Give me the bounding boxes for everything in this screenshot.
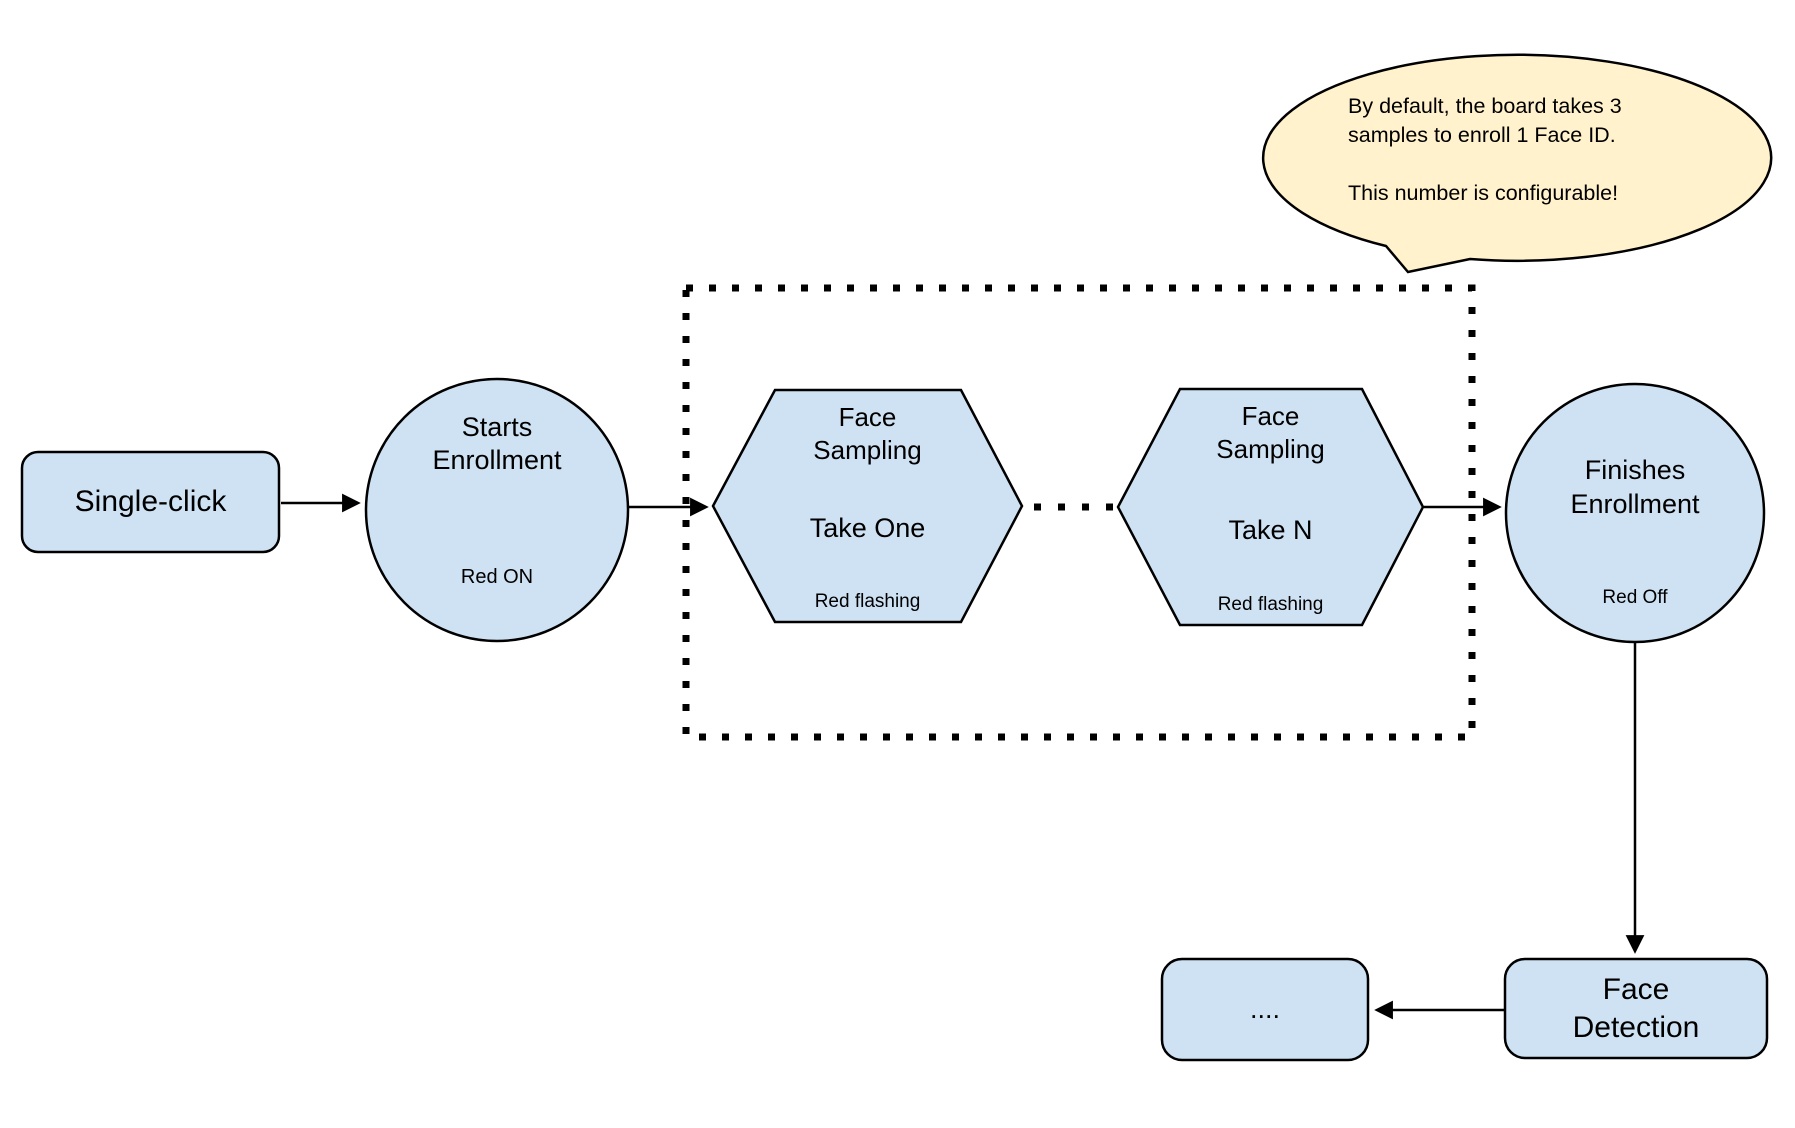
speech-bubble-text: By default, the board takes 3 samples to…: [1348, 94, 1622, 205]
face-sampling-one-step: Take One: [809, 513, 926, 544]
starts-enrollment-shape: [364, 377, 630, 643]
face-sampling-n-status: Red flashing: [1217, 594, 1324, 616]
face-sampling-one-shape: [711, 388, 1024, 624]
face-detection-label: Face Detection: [1572, 972, 1700, 1044]
speech-bubble-shape: [1261, 53, 1773, 274]
finishes-enrollment-status: Red Off: [1602, 587, 1668, 609]
sampling-group-frame: [682, 284, 1476, 741]
face-detection-shape: [1503, 957, 1769, 1060]
finishes-enrollment-title: Finishes Enrollment: [1570, 455, 1700, 519]
face-sampling-one-title: Face Sampling: [813, 402, 922, 465]
starts-enrollment-status: Red ON: [460, 565, 534, 588]
finishes-enrollment-shape: [1504, 382, 1766, 644]
continuation-label: ....: [1249, 993, 1280, 1024]
single-click-label: Single-click: [74, 485, 227, 519]
face-sampling-one-status: Red flashing: [814, 591, 921, 613]
continuation-shape: [1160, 957, 1370, 1062]
starts-enrollment-title: Starts Enrollment: [432, 412, 562, 475]
single-click-shape: [20, 450, 281, 554]
face-sampling-n-title: Face Sampling: [1216, 401, 1325, 464]
face-sampling-n-step: Take N: [1228, 515, 1313, 546]
face-sampling-n-shape: [1116, 387, 1425, 627]
